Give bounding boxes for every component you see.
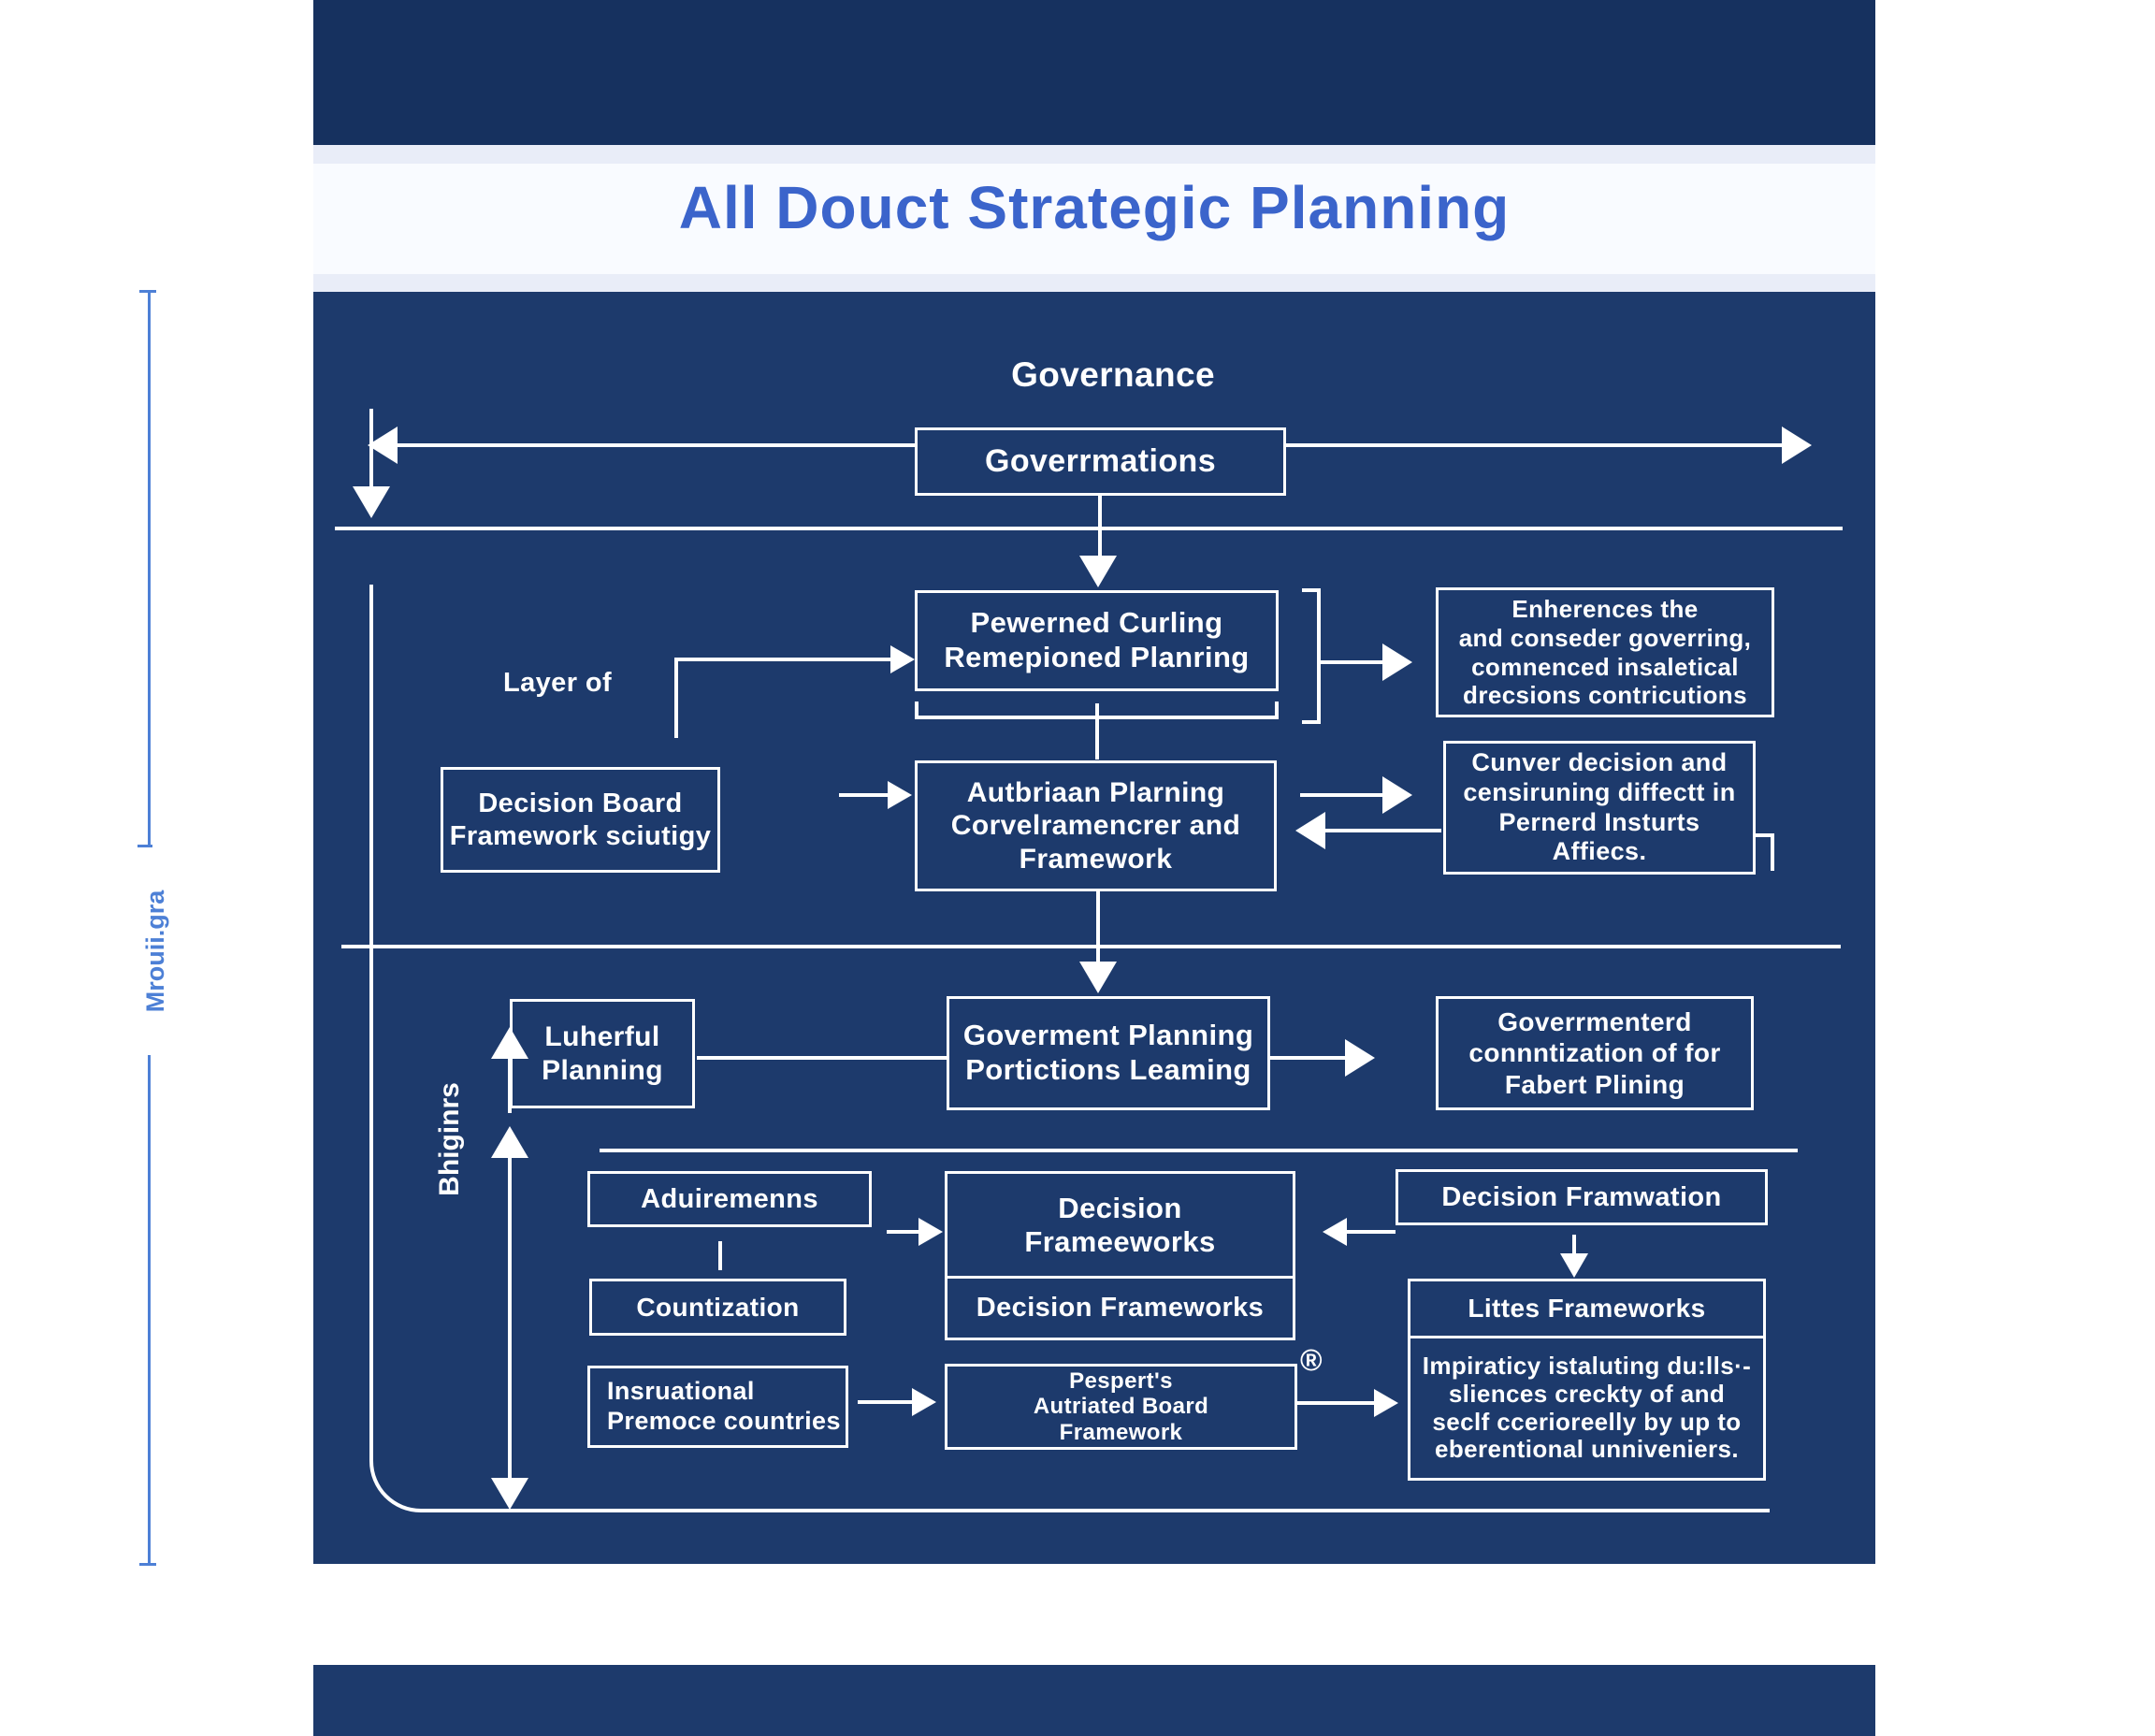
- pewerned-underbracket-tick-right: [1275, 702, 1279, 719]
- layerof-elbow-horizontal: [674, 658, 890, 661]
- pewerned-right-bracket-bottom: [1302, 720, 1321, 724]
- divider-line-2: [341, 945, 1841, 948]
- left-axis-line-lower: [148, 1055, 151, 1563]
- arrowhead-right: [912, 1388, 936, 1416]
- connector-luherful-goverment: [697, 1056, 947, 1060]
- pewerned-box: Pewerned Curling Remepioned Planring: [915, 590, 1279, 691]
- bottom-bar: [313, 1665, 1875, 1736]
- arrowhead-right: [1374, 1389, 1398, 1417]
- aduiremenns-box: Aduiremenns: [587, 1171, 872, 1227]
- decision-frameworks-stack: Decision Frameeworks Decision Frameworks: [945, 1171, 1295, 1340]
- littes-stack: Littes Frameworks Impiraticy istaluting …: [1408, 1279, 1766, 1481]
- arrowhead-down: [353, 486, 390, 518]
- cunver-side-bracket-v: [1771, 833, 1774, 871]
- connector-pesperts-impiraticy: [1297, 1401, 1374, 1405]
- littes-frameworks-cell: Littes Frameworks: [1410, 1281, 1763, 1338]
- connector-cunver-autbriaan: [1325, 829, 1441, 832]
- title-band: All Douct Strategic Planning: [313, 145, 1875, 292]
- left-axis-label: Mrouii.gra: [141, 890, 169, 1013]
- title-stripe: [313, 164, 1875, 274]
- decision-frameeworks-cell: Decision Frameeworks: [947, 1174, 1293, 1279]
- connector-autbriaan-goverment: [1096, 891, 1100, 963]
- arrowhead-left: [1295, 812, 1325, 849]
- arrowhead-right: [888, 781, 912, 809]
- goverment-box: Goverment Planning Portictions Leaming: [947, 996, 1270, 1110]
- divider-line-1: [335, 527, 1843, 530]
- arrowhead-down: [1079, 962, 1117, 993]
- connector-goverment-goverrmenterd: [1270, 1056, 1345, 1060]
- cunver-side-bracket-h: [1756, 833, 1774, 837]
- connector-autbriaan-cunver: [1300, 793, 1384, 797]
- decision-frameworks-cell: Decision Frameworks: [976, 1292, 1265, 1323]
- arrowhead-right: [890, 645, 915, 673]
- pesperts-box: Pespert's Autriated Board Framework: [945, 1364, 1297, 1450]
- cunver-box: Cunver decision and censiruning diffectt…: [1443, 741, 1756, 875]
- layer-of-label: Layer of: [503, 668, 613, 698]
- connector-aduiremenns-frameeworks: [887, 1230, 920, 1234]
- decision-framwation-box: Decision Framwation: [1396, 1169, 1768, 1225]
- left-axis-cap-top: [139, 290, 156, 293]
- connector-board-autbriaan: [839, 793, 888, 797]
- luherful-up-arrow-shaft: [508, 1057, 512, 1113]
- arrowhead-right: [1382, 776, 1412, 814]
- connector-framwation-frameeworks: [1347, 1230, 1396, 1234]
- impiraticy-cell: Impiraticy istaluting du:lls·- sliences …: [1422, 1351, 1752, 1464]
- luherful-box: Luherful Planning: [510, 999, 695, 1108]
- autbriaan-box: Autbriaan Plarning Corvelramencrer and F…: [915, 760, 1277, 891]
- layerof-elbow-vertical: [674, 659, 678, 738]
- connector-govermations-pewerned: [1098, 496, 1102, 556]
- governance-heading: Governance: [1011, 355, 1215, 394]
- countization-box: Countization: [589, 1279, 846, 1336]
- governance-drop-line: [369, 409, 373, 488]
- decision-board-box: Decision Board Framework sciutigy: [441, 767, 720, 873]
- pewerned-underbracket-tick-left: [915, 702, 918, 719]
- arrowhead-left: [1323, 1218, 1347, 1246]
- left-axis-tick: [137, 845, 152, 847]
- arrowhead-right: [918, 1218, 943, 1246]
- page-title: All Douct Strategic Planning: [678, 174, 1511, 241]
- arrowhead-right: [1345, 1039, 1375, 1077]
- connector-aduiremenns-countization: [718, 1241, 722, 1270]
- govermations-box: Goverrmations: [915, 427, 1286, 496]
- top-banner: [313, 0, 1875, 145]
- pewerned-right-bracket: [1317, 588, 1321, 724]
- arrowhead-down: [1079, 556, 1117, 587]
- arrowhead-up: [491, 1126, 528, 1158]
- connector-pewerned-autbriaan: [1095, 703, 1099, 760]
- enherences-box: Enherences the and conseder goverring, c…: [1436, 587, 1774, 717]
- connector-pewerned-enherences: [1321, 660, 1384, 664]
- bhiginrs-label: Bhiginrs: [434, 1082, 465, 1196]
- pewerned-right-bracket-top: [1302, 588, 1321, 592]
- registered-mark: ®: [1300, 1343, 1323, 1377]
- arrowhead-up: [491, 1027, 528, 1059]
- arrowhead-right: [1382, 644, 1412, 681]
- goverrmenterd-box: Goverrmenterd connntization of for Faber…: [1436, 996, 1754, 1110]
- left-axis-line-upper: [148, 293, 151, 846]
- arrowhead-right: [1782, 427, 1812, 464]
- bhiginrs-axis-line: [508, 1156, 512, 1480]
- arrowhead-down: [491, 1478, 528, 1510]
- insruational-box: Insruational Premoce countries: [587, 1366, 848, 1448]
- connector-insruational-pesperts: [858, 1400, 912, 1404]
- flow-frame-line: [369, 585, 1770, 1512]
- arrowhead-down: [1560, 1253, 1588, 1278]
- connector-framwation-littes: [1572, 1235, 1576, 1255]
- divider-line-3: [600, 1149, 1798, 1152]
- left-axis-cap-bottom: [139, 1563, 156, 1566]
